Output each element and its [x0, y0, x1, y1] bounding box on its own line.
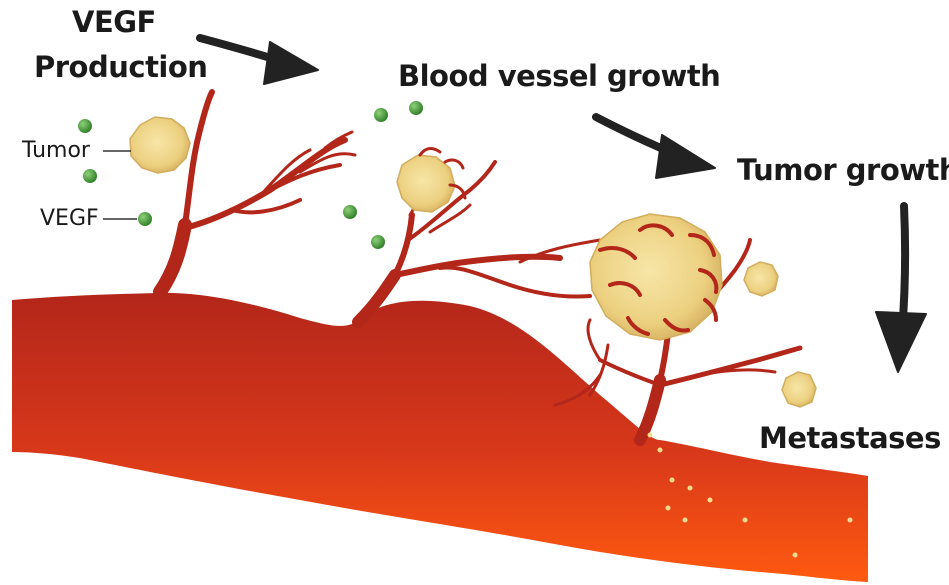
vegf-production-label-line2: Production — [34, 53, 207, 82]
vessel-branch-2 — [358, 162, 600, 322]
tumor-legend-cell — [130, 117, 190, 173]
vessel-branch-1 — [160, 92, 355, 292]
arrow-to-blood-vessel-growth — [200, 38, 318, 84]
arrow-to-tumor-growth — [596, 117, 715, 178]
vegf-particles — [78, 101, 423, 249]
main-blood-vessel — [12, 293, 868, 582]
vegf-production-label-line1: VEGF — [72, 8, 156, 37]
tumor-large — [590, 214, 722, 340]
legend-tumor-label: Tumor — [22, 140, 90, 162]
arrow-to-metastases — [876, 206, 926, 372]
tumor-growth-label: Tumor growth — [737, 156, 949, 185]
tumor-small — [397, 155, 455, 212]
metastases-label: Metastases — [759, 424, 941, 453]
metastasis-upper — [744, 262, 778, 296]
metastasis-lower — [782, 372, 816, 407]
blood-vessel-growth-label: Blood vessel growth — [398, 62, 720, 91]
legend-vegf-label: VEGF — [40, 208, 99, 230]
